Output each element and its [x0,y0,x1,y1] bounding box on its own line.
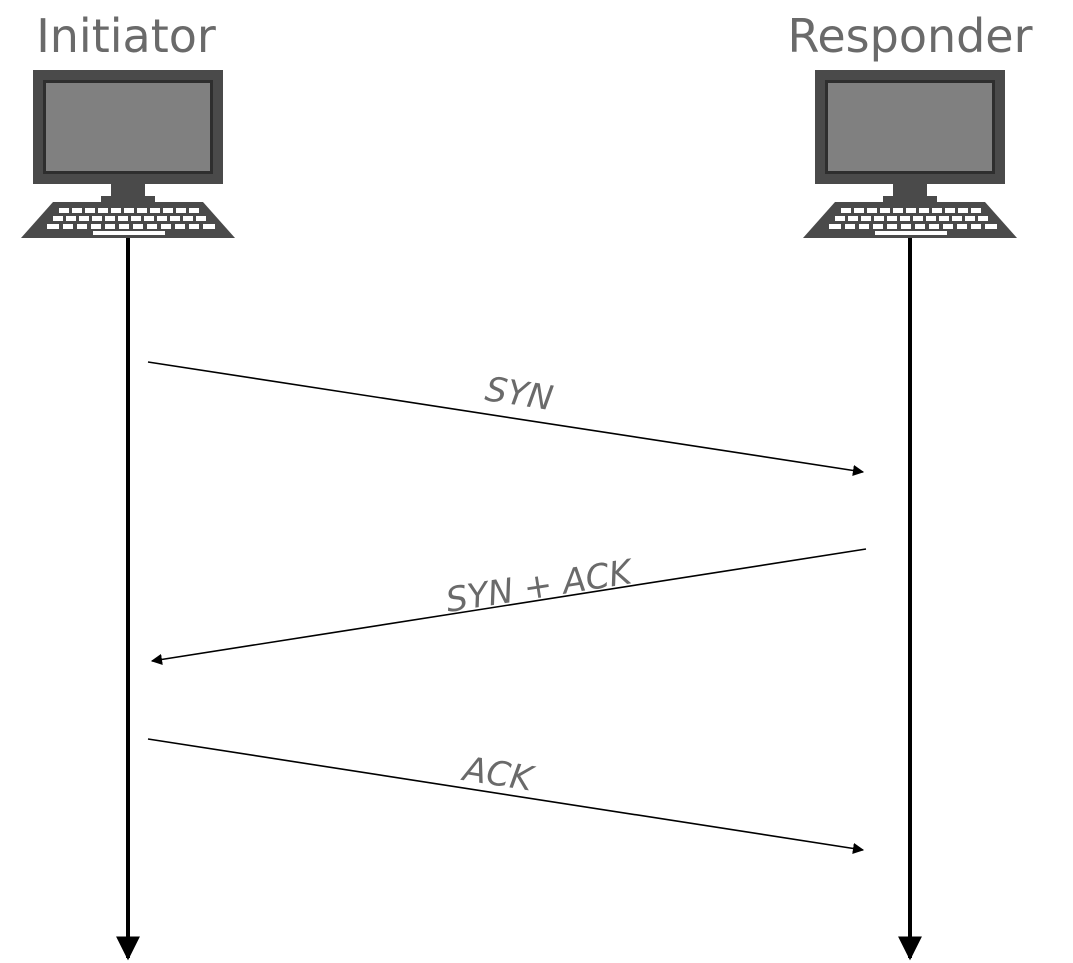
syn-label: SYN [483,369,556,419]
initiator-computer-icon [21,70,235,238]
responder-label: Responder [787,9,1032,63]
responder-computer-icon [803,70,1017,238]
syn-arrow [147,361,865,477]
ack-label: ACK [459,749,538,800]
syn-ack-label: SYN + ACK [443,552,637,621]
initiator-label: Initiator [36,9,216,63]
ack-arrow [147,738,865,854]
syn-ack-arrow [150,548,867,665]
